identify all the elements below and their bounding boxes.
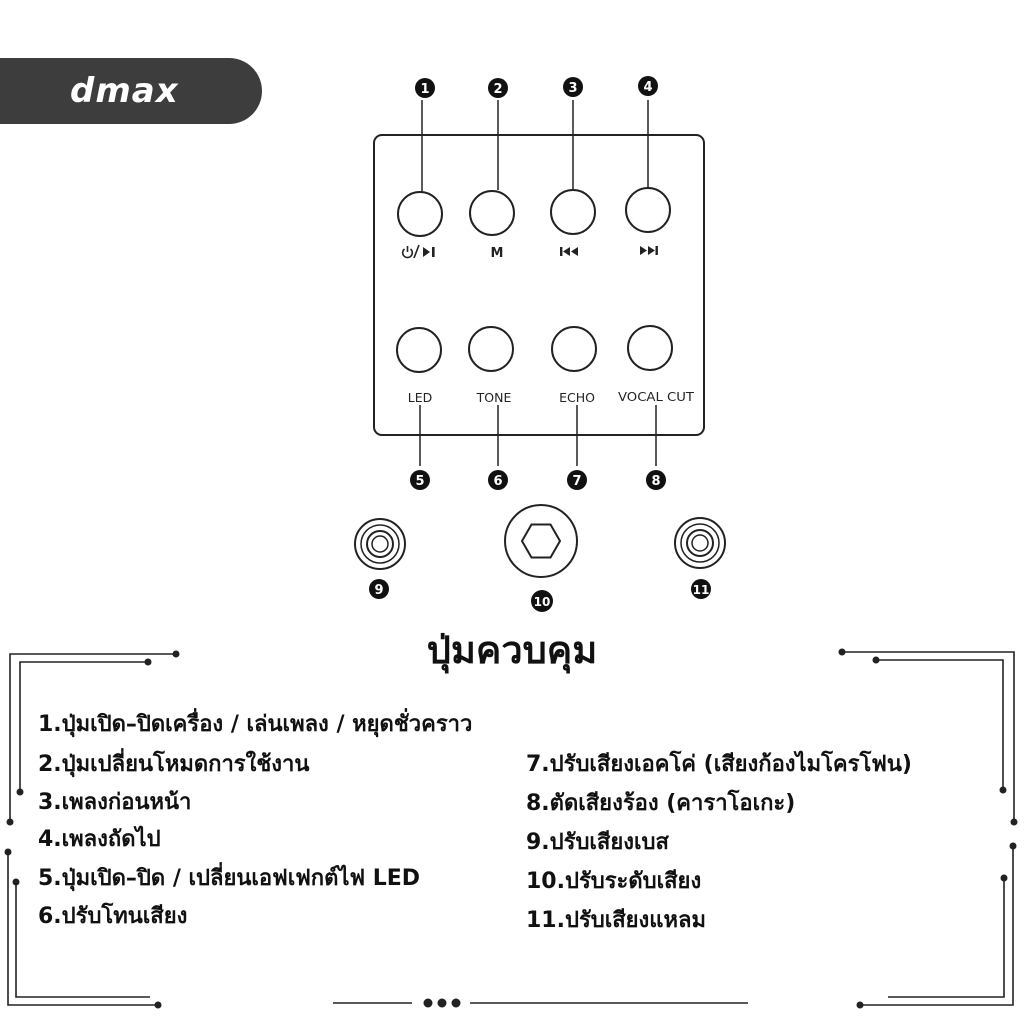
legend-item-5: 5.ปุ่มเปิด–ปิด / เปลี่ยนเอฟเฟกต์ไฟ LED (38, 866, 421, 891)
tone-label: TONE (476, 390, 512, 405)
legend-item-3: 3.เพลงก่อนหน้า (38, 790, 192, 815)
callout-badge-7: 7 (567, 470, 587, 490)
previous-track-icon (560, 247, 578, 256)
legend-item-6: 6.ปรับโทนเสียง (38, 904, 188, 929)
volume-knob[interactable] (504, 504, 578, 578)
legend-item-9: 9.ปรับเสียงเบส (526, 830, 669, 855)
next-track-button[interactable] (625, 187, 671, 233)
callout-badge-3: 3 (563, 77, 583, 97)
tone-button[interactable] (468, 326, 514, 372)
page-title: ปุ่มควบคุม (426, 628, 598, 672)
svg-text:3: 3 (568, 81, 577, 96)
vocal-cut-button[interactable] (627, 325, 673, 371)
callout-badge-10: 10 (531, 590, 553, 612)
svg-text:11: 11 (693, 583, 710, 597)
brand-tab: dmax (0, 58, 262, 124)
brand-logo: dmax (70, 71, 179, 111)
echo-button[interactable] (551, 326, 597, 372)
svg-text:8: 8 (651, 474, 660, 489)
callout-badge-5: 5 (410, 470, 430, 490)
callout-badge-9: 9 (369, 579, 389, 599)
legend-item-7: 7.ปรับเสียงเอคโค่ (เสียงก้องไมโครโฟน) (526, 752, 912, 777)
led-button[interactable] (396, 327, 442, 373)
svg-text:7: 7 (572, 474, 581, 489)
echo-label: ECHO (559, 390, 595, 405)
callout-badge-6: 6 (488, 470, 508, 490)
svg-text:2: 2 (493, 82, 502, 97)
callout-badge-8: 8 (646, 470, 666, 490)
next-track-icon (640, 246, 658, 255)
callout-badge-2: 2 (488, 78, 508, 98)
callout-badge-11: 11 (691, 579, 711, 599)
legend-item-8: 8.ตัดเสียงร้อง (คาราโอเกะ) (526, 791, 796, 816)
svg-text:5: 5 (415, 474, 424, 489)
svg-text:4: 4 (643, 80, 652, 95)
previous-track-button[interactable] (550, 189, 596, 235)
callout-badge-4: 4 (638, 76, 658, 96)
mode-label: M (491, 246, 504, 261)
legend-item-4: 4.เพลงถัดไป (38, 827, 161, 852)
bass-knob[interactable] (354, 518, 406, 570)
svg-text:10: 10 (534, 595, 551, 609)
panel-frame (373, 134, 705, 436)
callout-badge-1: 1 (415, 78, 435, 98)
mode-button[interactable] (469, 190, 515, 236)
svg-text:6: 6 (493, 474, 502, 489)
svg-text:1: 1 (420, 82, 429, 97)
legend-item-11: 11.ปรับเสียงแหลม (526, 908, 706, 933)
svg-text:9: 9 (374, 583, 383, 598)
power-play-pause-button[interactable] (397, 191, 443, 237)
legend-item-2: 2.ปุ่มเปลี่ยนโหมดการใช้งาน (38, 752, 310, 777)
legend-item-1: 1.ปุ่มเปิด–ปิดเครื่อง / เล่นเพลง / หยุดช… (38, 712, 473, 737)
power-play-pause-icon (401, 244, 435, 259)
led-label: LED (408, 390, 433, 405)
vocal-cut-label: VOCAL CUT (618, 389, 694, 404)
legend-item-10: 10.ปรับระดับเสียง (526, 869, 702, 894)
treble-knob[interactable] (674, 517, 726, 569)
decorative-frame (4, 648, 1018, 1009)
